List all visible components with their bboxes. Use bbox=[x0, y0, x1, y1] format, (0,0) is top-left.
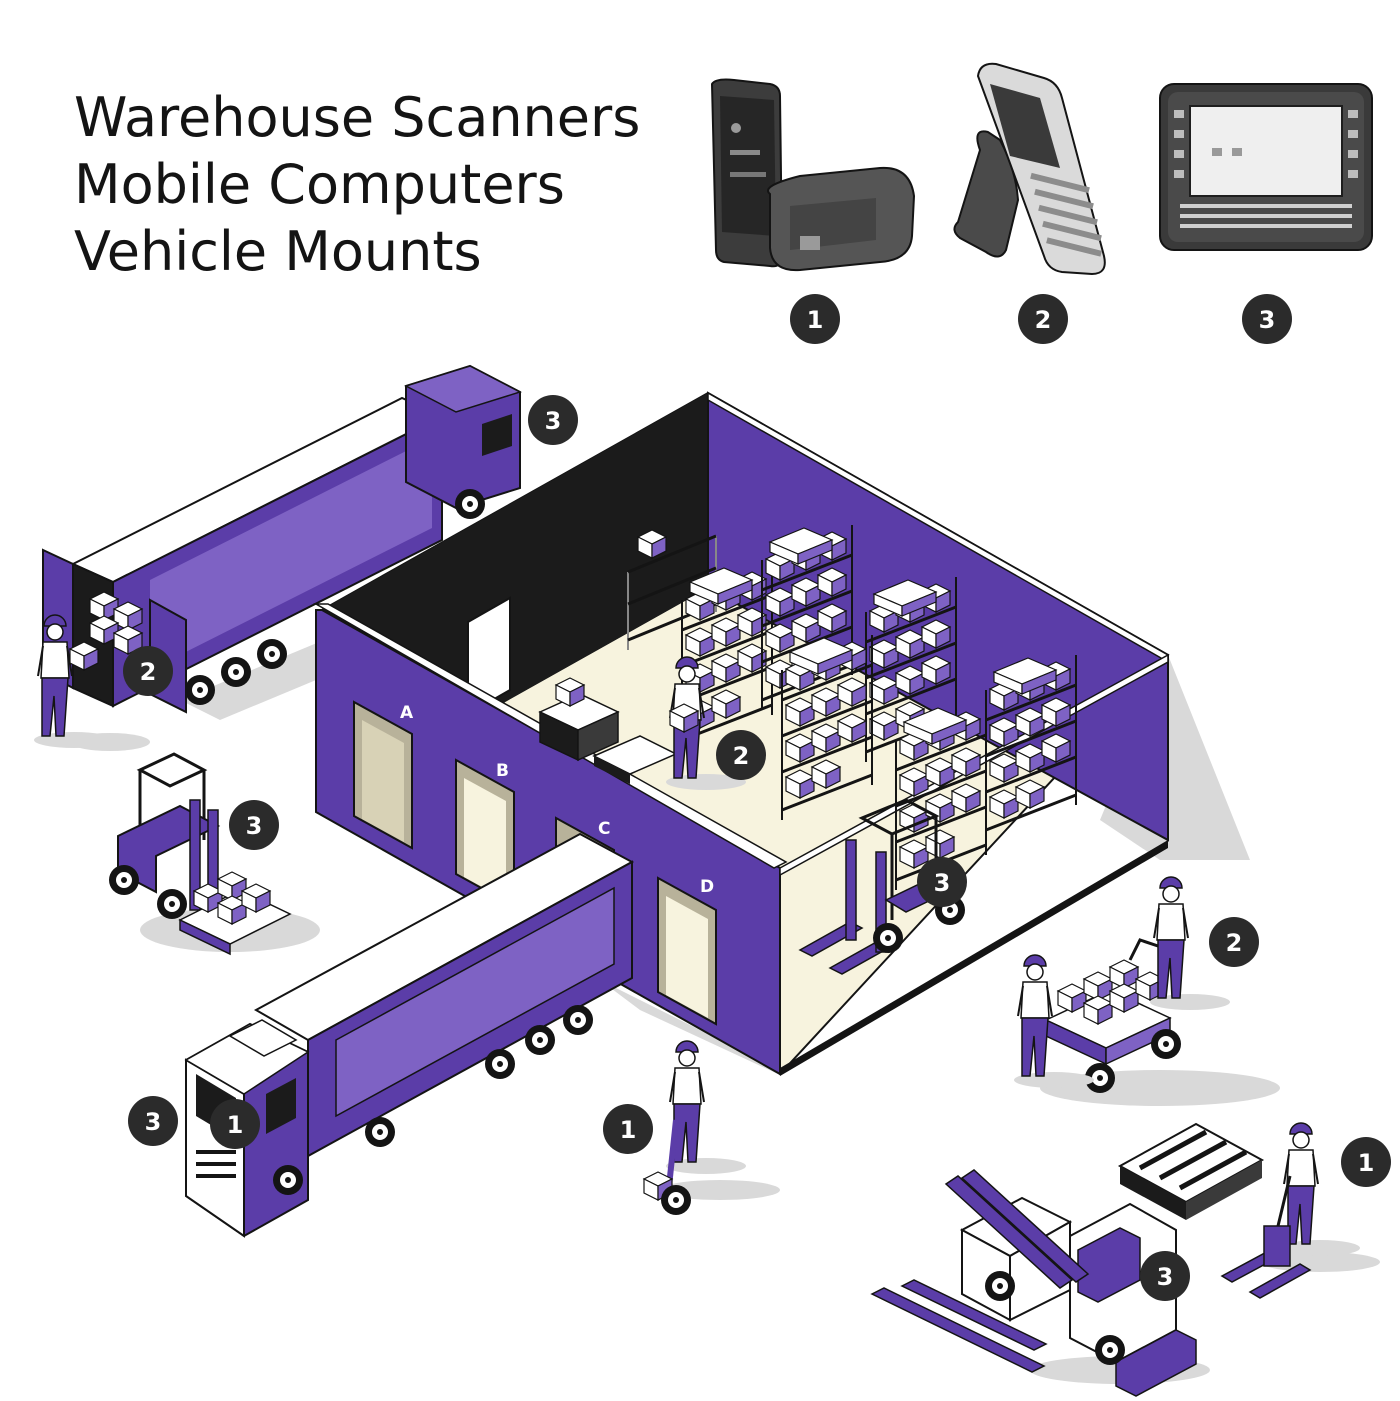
svg-text:2: 2 bbox=[733, 742, 750, 770]
warehouse-interior bbox=[538, 525, 1076, 890]
workers-with-cart bbox=[1013, 876, 1231, 1093]
scene-badge-front-truck-3: 1 bbox=[210, 1099, 260, 1149]
device-badge-2: 2 bbox=[1018, 294, 1068, 344]
svg-text:1: 1 bbox=[807, 306, 824, 334]
svg-text:3: 3 bbox=[934, 869, 951, 897]
pickup-truck-with-lumber bbox=[870, 1169, 1197, 1397]
heading-line-mobile-computers: Mobile Computers bbox=[74, 153, 565, 216]
worker-with-pallet-jack bbox=[1220, 1122, 1361, 1299]
svg-text:3: 3 bbox=[246, 812, 263, 840]
svg-text:3: 3 bbox=[145, 1108, 162, 1136]
svg-text:1: 1 bbox=[227, 1111, 244, 1139]
svg-text:3: 3 bbox=[1157, 1263, 1174, 1291]
device-badge-1: 1 bbox=[790, 294, 840, 344]
dock-door-label-b: B bbox=[496, 761, 509, 781]
outdoor-forklift bbox=[109, 752, 292, 956]
device-vehicle-mount-computer bbox=[1159, 83, 1373, 251]
scene-badge-back-truck-3: 3 bbox=[528, 395, 578, 445]
scene-badge-pickup-truck-3: 3 bbox=[1140, 1251, 1190, 1301]
svg-text:2: 2 bbox=[140, 658, 157, 686]
svg-text:3: 3 bbox=[1259, 306, 1276, 334]
page-heading: Warehouse Scanners Mobile Computers Vehi… bbox=[74, 84, 640, 285]
scene-badge-pallet-jack-1: 1 bbox=[1341, 1137, 1391, 1187]
device-handheld-mobile-computer bbox=[953, 62, 1106, 276]
svg-text:2: 2 bbox=[1226, 929, 1243, 957]
scene-badge-interior-forklift-3: 3 bbox=[917, 857, 967, 907]
svg-text:2: 2 bbox=[1035, 306, 1052, 334]
scene-badge-interior-worker-2: 2 bbox=[716, 730, 766, 780]
scene-badge-hand-truck-1: 1 bbox=[603, 1104, 653, 1154]
device-rugged-phone-with-sled bbox=[710, 78, 916, 272]
front-truck bbox=[184, 832, 635, 1238]
dock-door-label-c: C bbox=[598, 819, 610, 839]
scene-badge-front-truck-1: 3 bbox=[128, 1096, 178, 1146]
svg-text:1: 1 bbox=[620, 1116, 637, 1144]
heading-line-warehouse-scanners: Warehouse Scanners bbox=[74, 86, 641, 149]
dock-door-label-d: D bbox=[700, 877, 714, 897]
stacked-pallets bbox=[1117, 1122, 1265, 1220]
svg-text:3: 3 bbox=[545, 407, 562, 435]
scene-badge-cart-workers-2: 2 bbox=[1209, 917, 1259, 967]
svg-text:1: 1 bbox=[1358, 1149, 1375, 1177]
worker-with-hand-truck bbox=[643, 1040, 747, 1215]
scene-badge-outdoor-forklift-3: 3 bbox=[229, 800, 279, 850]
scene-badge-worker-truck-2: 2 bbox=[123, 646, 173, 696]
back-truck bbox=[42, 364, 522, 714]
heading-line-vehicle-mounts: Vehicle Mounts bbox=[74, 220, 482, 283]
device-badge-3: 3 bbox=[1242, 294, 1292, 344]
dock-door-label-a: A bbox=[400, 703, 414, 723]
